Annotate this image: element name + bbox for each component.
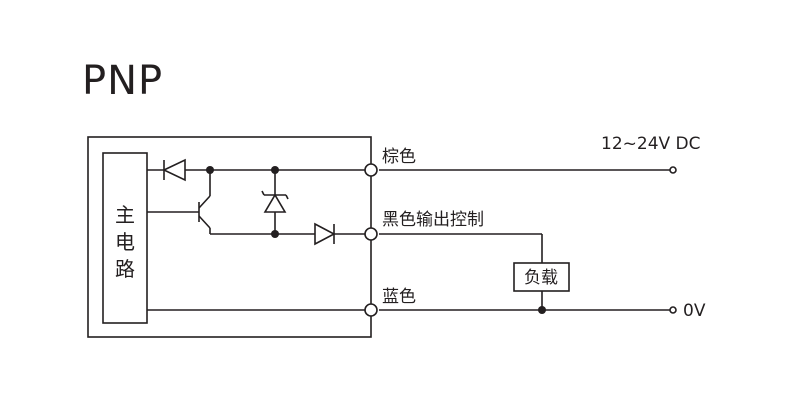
brown-terminal bbox=[364, 163, 378, 177]
junction-dot bbox=[538, 306, 546, 314]
black-wire-label: 黑色输出控制 bbox=[382, 210, 484, 230]
supply-negative-terminal bbox=[669, 306, 677, 314]
brown-wire-label: 棕色 bbox=[382, 147, 416, 167]
zener-diode-icon bbox=[261, 190, 289, 213]
black-terminal bbox=[364, 227, 378, 241]
pnp-transistor-icon bbox=[147, 170, 211, 234]
blue-terminal bbox=[364, 303, 378, 317]
blue-wire-label: 蓝色 bbox=[382, 287, 416, 307]
output-diode-icon bbox=[314, 222, 336, 246]
main-circuit-char-2: 电 bbox=[115, 230, 135, 254]
supply-negative-label: 0V bbox=[683, 301, 706, 321]
supply-positive-label: 12~24V DC bbox=[601, 134, 701, 154]
main-circuit-char-3: 路 bbox=[115, 257, 135, 281]
junction-dot bbox=[206, 166, 214, 174]
main-circuit-block bbox=[102, 152, 148, 324]
load-label: 负载 bbox=[524, 268, 558, 288]
junction-dot bbox=[271, 230, 279, 238]
page-title: PNP bbox=[82, 58, 164, 104]
top-diode-icon bbox=[162, 158, 186, 182]
supply-positive-terminal bbox=[669, 166, 677, 174]
main-circuit-char-1: 主 bbox=[115, 203, 135, 227]
junction-dot bbox=[271, 166, 279, 174]
